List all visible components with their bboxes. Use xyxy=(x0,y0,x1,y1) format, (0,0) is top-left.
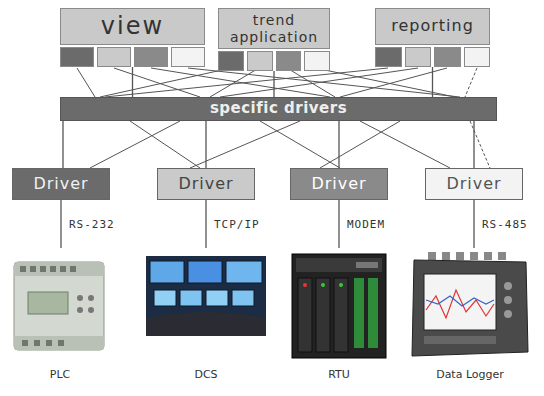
color-square xyxy=(218,51,244,71)
driver-box: Driver xyxy=(12,168,110,200)
device-label: Data Logger xyxy=(436,369,504,382)
driver-label: Driver xyxy=(33,175,88,193)
connector xyxy=(473,121,474,168)
connector xyxy=(205,200,206,248)
color-square xyxy=(276,51,302,71)
connector xyxy=(473,200,474,248)
connector xyxy=(205,121,206,168)
device-label: RTU xyxy=(328,369,350,382)
device-label: DCS xyxy=(194,369,217,382)
connection-label: TCP/IP xyxy=(212,218,262,231)
driver-label: Driver xyxy=(446,175,501,193)
box-label: reporting xyxy=(391,17,474,35)
color-squares xyxy=(60,47,205,67)
application-box: view xyxy=(60,8,205,67)
color-square xyxy=(247,51,273,71)
connector xyxy=(273,71,274,97)
color-square xyxy=(134,47,168,67)
data-logger-illustration xyxy=(412,252,528,356)
connector xyxy=(338,121,339,168)
connection-label: MODEM xyxy=(345,218,387,231)
color-square xyxy=(375,47,402,67)
color-square xyxy=(60,47,94,67)
device-node: PLC xyxy=(8,248,112,388)
connector xyxy=(62,121,63,168)
connector xyxy=(60,200,61,248)
band-label: specific drivers xyxy=(210,100,347,117)
box-face: trend application xyxy=(218,8,330,49)
box-face: view xyxy=(60,8,205,45)
dcs-illustration xyxy=(146,256,266,336)
plc-illustration xyxy=(14,262,104,350)
color-square xyxy=(434,47,461,67)
device-node: Data Logger xyxy=(408,248,532,388)
application-box: reporting xyxy=(375,8,490,67)
color-squares xyxy=(218,51,330,71)
connection-label: RS-485 xyxy=(480,218,530,231)
connector xyxy=(132,67,133,97)
driver-label: Driver xyxy=(178,175,233,193)
color-square xyxy=(464,47,491,67)
application-box: trend application xyxy=(218,8,330,71)
box-label: trend application xyxy=(224,12,324,44)
box-face: reporting xyxy=(375,8,490,45)
connector xyxy=(432,67,433,97)
rtu-illustration xyxy=(292,254,386,358)
device-node: RTU xyxy=(288,248,390,388)
color-square xyxy=(97,47,131,67)
box-label: view xyxy=(101,13,164,41)
driver-band: specific drivers xyxy=(60,97,497,121)
device-label: PLC xyxy=(50,369,70,382)
driver-label: Driver xyxy=(311,175,366,193)
driver-box: Driver xyxy=(425,168,523,200)
color-square xyxy=(405,47,432,67)
color-square xyxy=(171,47,205,67)
driver-box: Driver xyxy=(290,168,388,200)
device-node: DCS xyxy=(146,248,266,388)
connection-label: RS-232 xyxy=(67,218,117,231)
driver-box: Driver xyxy=(157,168,255,200)
connector xyxy=(338,200,339,248)
color-squares xyxy=(375,47,490,67)
color-square xyxy=(304,51,330,71)
